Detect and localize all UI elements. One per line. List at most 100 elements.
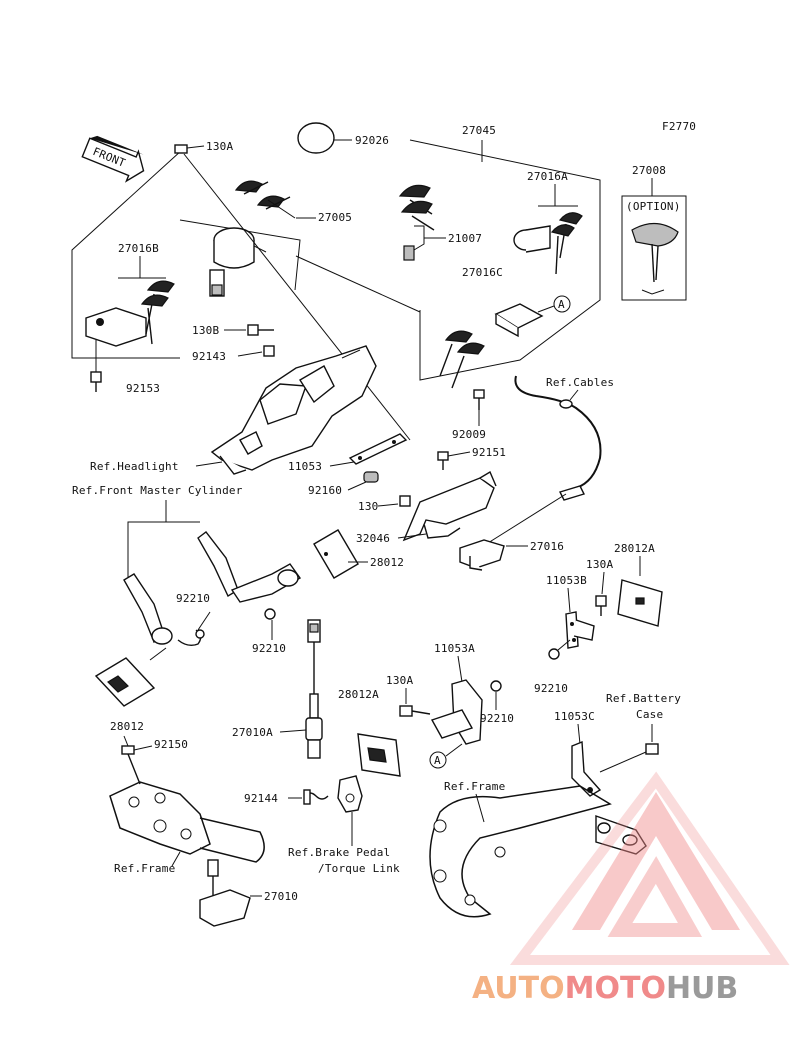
bolt-92151 — [437, 451, 471, 470]
bracket-left-92210 — [197, 531, 302, 603]
figure-code: F2770 — [662, 120, 696, 133]
nut-92210-c — [490, 680, 502, 692]
label-92026: 92026 — [355, 134, 389, 147]
label-27016: 27016 — [530, 540, 564, 553]
label-92144: 92144 — [244, 792, 278, 805]
label-130A-mid: 130A — [386, 674, 413, 687]
bracket-32046 — [402, 470, 497, 542]
bracket-11053A — [430, 679, 483, 745]
plate-11053 — [348, 433, 408, 465]
switch-28012-mid — [313, 529, 359, 579]
ignition-switch — [209, 227, 267, 297]
label-27016C: 27016C — [462, 266, 503, 279]
upper-bracket — [210, 345, 377, 475]
bolt-130A-mid — [399, 705, 431, 717]
ref-headlight: Ref.Headlight — [90, 460, 179, 473]
group-frame-27005 — [179, 219, 301, 291]
circle-ref-A-top: A — [537, 295, 571, 313]
label-11053C: 11053C — [554, 710, 595, 723]
label-27010: 27010 — [264, 890, 298, 903]
label-130B: 130B — [192, 324, 219, 337]
key-pair-21007 — [398, 184, 446, 261]
ref-frame-right: Ref.Frame — [444, 780, 505, 793]
seat-lock-cable — [479, 375, 602, 549]
label-27005: 27005 — [318, 211, 352, 224]
bracket-11053B — [565, 611, 595, 649]
circle-ref-A-bottom: A — [429, 743, 463, 769]
label-92160: 92160 — [308, 484, 342, 497]
ring-92026 — [297, 122, 352, 154]
label-32046: 32046 — [356, 532, 390, 545]
label-27008: 27008 — [632, 164, 666, 177]
label-11053A: 11053A — [434, 642, 475, 655]
ref-brake-pedal-line1: Ref.Brake Pedal — [288, 846, 390, 859]
svg-text:A: A — [558, 298, 565, 311]
label-11053B: 11053B — [546, 574, 587, 587]
label-92210-a: 92210 — [176, 592, 210, 605]
label-92143: 92143 — [192, 350, 226, 363]
key-pair-27005 — [234, 180, 296, 219]
svg-text:A: A — [434, 754, 441, 767]
ref-cables: Ref.Cables — [546, 376, 614, 389]
ref-brake-pedal-line2: /Torque Link — [318, 862, 400, 875]
label-130: 130 — [358, 500, 378, 513]
bolt-130A-top — [174, 144, 205, 154]
option-key-27008 — [631, 222, 679, 295]
label-92151: 92151 — [472, 446, 506, 459]
nut-92210-b — [264, 608, 276, 620]
collar-92143 — [263, 345, 275, 357]
bolt-130B — [247, 324, 274, 336]
label-130A-right: 130A — [586, 558, 613, 571]
switch-27010A — [305, 619, 323, 759]
bolt-92153 — [90, 340, 102, 392]
lock-set-27016C — [439, 303, 544, 389]
label-92150: 92150 — [154, 738, 188, 751]
label-130A-top: 130A — [206, 140, 233, 153]
switch-28012A-mid — [357, 733, 401, 777]
label-28012A-mid: 28012A — [338, 688, 379, 701]
screw-92009 — [473, 389, 485, 426]
label-21007: 21007 — [448, 232, 482, 245]
frame-left — [109, 781, 265, 863]
ref-front-master-cylinder: Ref.Front Master Cylinder — [72, 484, 243, 497]
label-11053: 11053 — [288, 460, 322, 473]
label-27016A: 27016A — [527, 170, 568, 183]
nut-92210-right — [548, 648, 560, 660]
spring-92144 — [288, 789, 329, 805]
group-frame-left — [71, 149, 183, 359]
label-28012-mid: 28012 — [370, 556, 404, 569]
bolt-130A-right — [595, 595, 607, 616]
label-92210-c: 92210 — [534, 682, 568, 695]
label-92009: 92009 — [452, 428, 486, 441]
label-92153: 92153 — [126, 382, 160, 395]
ref-battery-case-line2: Case — [636, 708, 663, 721]
label-92210-d: 92210 — [480, 712, 514, 725]
bolt-92150 — [121, 745, 153, 785]
watermark-text: AUTOMOTOHUB — [472, 971, 738, 1006]
seat-lock-27016A — [513, 212, 583, 275]
front-arrow-icon: FRONT — [81, 135, 145, 183]
grommet-92160 — [363, 471, 379, 483]
lock-set-27016B — [85, 280, 175, 347]
switch-28012A-right — [617, 579, 663, 627]
option-box — [621, 195, 687, 301]
watermark-logo — [509, 771, 790, 965]
bolt-130 — [399, 495, 411, 507]
switch-28012-left — [94, 647, 167, 707]
lever-bracket-left — [123, 573, 202, 647]
bracket-11053C — [571, 740, 602, 797]
ref-battery-case-line1: Ref.Battery — [606, 692, 681, 705]
ref-frame-left: Ref.Frame — [114, 862, 175, 875]
watermark-moto: MOTO — [565, 971, 666, 1006]
seat-lock-27016 — [459, 539, 505, 571]
option-label: (OPTION) — [626, 200, 681, 213]
label-27010A: 27010A — [232, 726, 273, 739]
leader-27016C-diag — [295, 255, 421, 313]
nut-92210-a — [195, 629, 205, 639]
label-28012A-right: 28012A — [614, 542, 655, 555]
label-27016B: 27016B — [118, 242, 159, 255]
watermark-hub: HUB — [666, 971, 738, 1006]
label-92210-b: 92210 — [252, 642, 286, 655]
label-27045: 27045 — [462, 124, 496, 137]
